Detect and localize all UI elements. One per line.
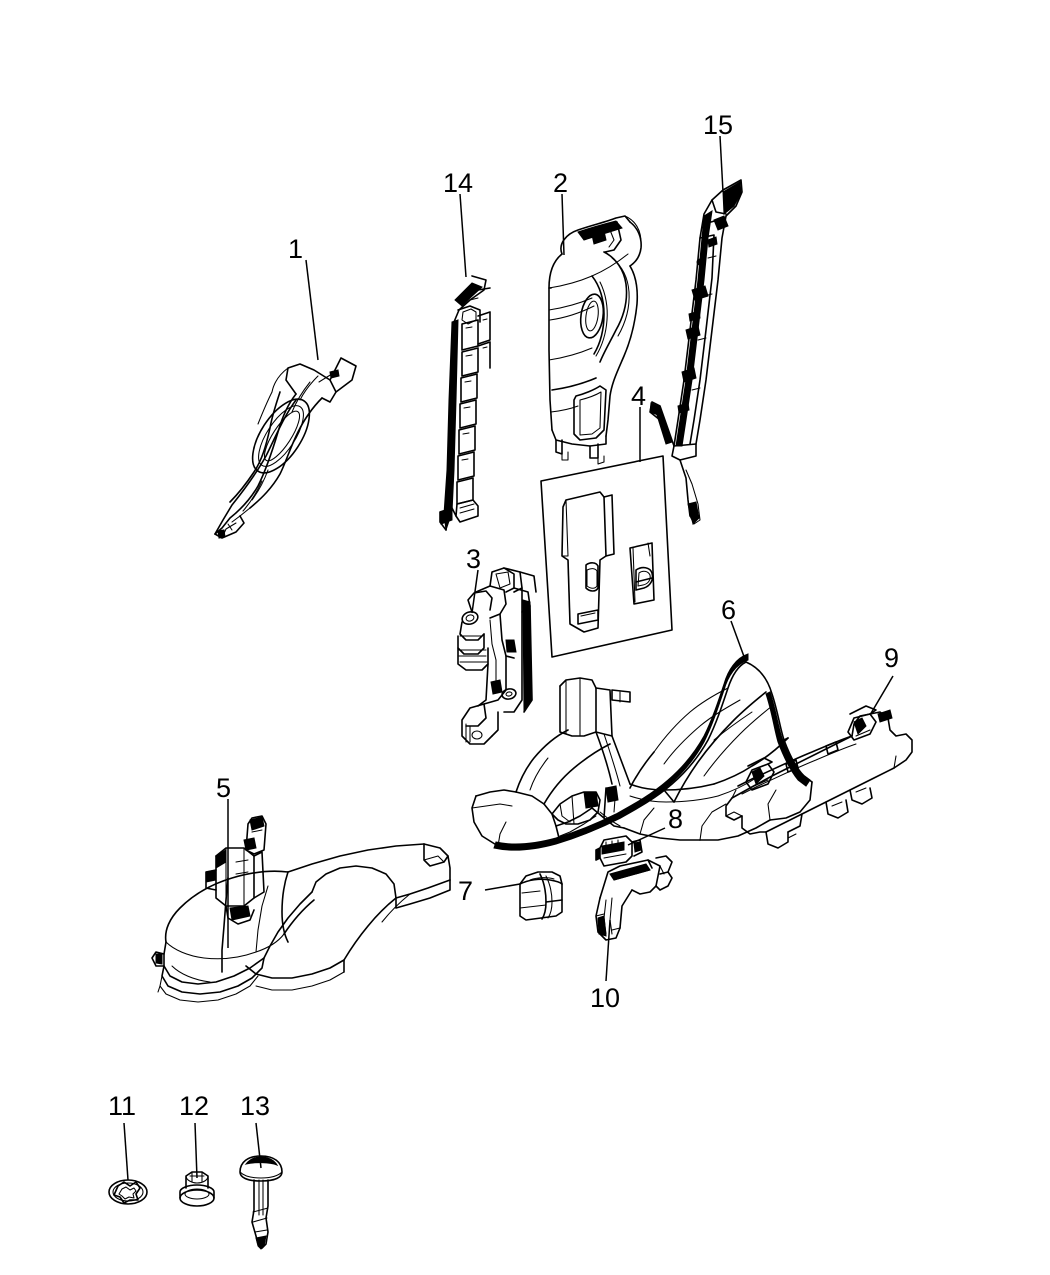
part-9-rear-sill-trim bbox=[725, 705, 913, 849]
part-14-b-pillar-reinforcement bbox=[439, 275, 491, 531]
part-15-c-pillar-trim bbox=[649, 179, 743, 525]
leader-line-1 bbox=[305, 259, 319, 361]
leader-line-13 bbox=[255, 1122, 262, 1169]
part-1-a-pillar-trim-lower bbox=[214, 357, 357, 539]
callout-number-6: 6 bbox=[721, 595, 737, 625]
callout-number-12: 12 bbox=[179, 1091, 210, 1121]
leader-lines bbox=[123, 135, 894, 1181]
callout-number-4: 4 bbox=[631, 381, 647, 411]
leader-line-2 bbox=[561, 193, 565, 256]
part-3-seat-belt-bracket bbox=[457, 567, 537, 745]
callout-number-3: 3 bbox=[466, 544, 482, 574]
part-6-sill-scuff-plate bbox=[471, 653, 813, 851]
part-8-retainer-clip-bracket bbox=[595, 835, 643, 867]
callout-number-5: 5 bbox=[216, 773, 232, 803]
leader-line-14 bbox=[459, 193, 467, 278]
part-11-push-nut-washer bbox=[108, 1179, 148, 1205]
leader-line-12 bbox=[194, 1122, 198, 1179]
callout-number-8: 8 bbox=[668, 804, 684, 834]
leader-line-9 bbox=[869, 675, 894, 716]
part-13-push-pin-rivet bbox=[239, 1155, 283, 1250]
callout-number-13: 13 bbox=[240, 1091, 271, 1121]
callout-number-1: 1 bbox=[288, 234, 304, 264]
part-4-pillar-trim-panel-set bbox=[540, 455, 673, 658]
part-7-end-cap-cover bbox=[519, 871, 563, 921]
leader-line-15 bbox=[719, 135, 724, 193]
callout-number-11: 11 bbox=[108, 1091, 137, 1121]
leader-line-3 bbox=[471, 569, 479, 614]
leader-line-8 bbox=[627, 827, 666, 846]
callout-number-7: 7 bbox=[458, 876, 474, 906]
part-2-b-pillar-trim-upper bbox=[548, 215, 642, 465]
part-5-cowl-side-trim bbox=[151, 815, 451, 1003]
leader-line-6 bbox=[730, 620, 747, 663]
part-10-support-bracket bbox=[595, 855, 673, 941]
callout-number-2: 2 bbox=[553, 168, 569, 198]
callout-number-10: 10 bbox=[590, 983, 621, 1013]
leader-line-7 bbox=[484, 883, 521, 891]
leader-line-10 bbox=[605, 919, 611, 982]
leader-line-11 bbox=[123, 1122, 129, 1181]
callout-number-9: 9 bbox=[884, 643, 900, 673]
callout-number-15: 15 bbox=[703, 110, 734, 140]
callout-number-14: 14 bbox=[443, 168, 474, 198]
